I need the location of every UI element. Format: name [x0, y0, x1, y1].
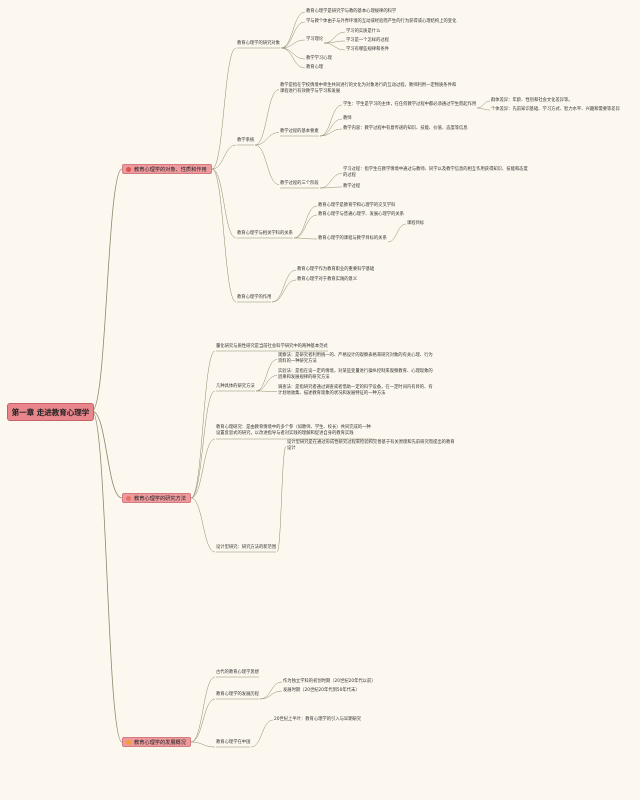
node-curriculum-relation[interactable]: 教育心理学的课程与教学目标的关系 [318, 236, 387, 241]
branch-connector [254, 144, 280, 185]
main-topic-label: 教育心理学的发展概况 [134, 739, 186, 746]
branch-connector [259, 690, 283, 700]
branch-connector [211, 47, 237, 170]
node-research-object[interactable]: 教育心理学的研究对象 [237, 41, 280, 46]
main-topic-label: 教育心理学的对象、性质和作用 [134, 166, 207, 173]
branch-connector [293, 214, 318, 239]
branch-connector [190, 438, 216, 499]
node-in-china[interactable]: 教育心理学在中国 [216, 740, 251, 745]
branch-connector [319, 128, 343, 137]
branch-connector [190, 390, 216, 499]
node-general-psych-relation[interactable]: 教育心理学与普通心理学、发展心理学的关系 [318, 212, 404, 217]
node-founding-period[interactable]: 作为独立学科的初创时期（20世纪20年代以前） [283, 679, 376, 684]
branch-connector [255, 359, 278, 392]
node-observation[interactable]: 观察法：是研究者利用统一的、严格设计的观察表格来研究对象的有关心理、行为资料的一… [278, 353, 433, 365]
node-group-difference[interactable]: 群体差异：年龄、性别和社会文化差异等。 [491, 98, 573, 103]
node-education-psych[interactable]: 教育心理 [306, 65, 324, 70]
node-cross-discipline[interactable]: 教育心理学是教育学和心理学的交叉学科 [318, 203, 396, 208]
branch-connector [280, 11, 306, 49]
node-specific-methods[interactable]: 几种具体的研究方法 [216, 384, 255, 389]
branch-connector [276, 446, 287, 553]
root-connector [91, 410, 123, 743]
node-paradigms[interactable]: 量化研究与质性研究是当前社会科学研究中的两种基本范式 [216, 344, 328, 349]
branch-connector [319, 173, 343, 189]
node-teaching-definition[interactable]: 教学是指在学校情境中师生共同进行的文化为对象进行的互动过程，教师利用一定物质条件… [280, 83, 457, 95]
branch-connector [293, 237, 318, 240]
branch-connector [190, 676, 216, 743]
topic-bullet-icon [126, 495, 131, 501]
node-student[interactable]: 学生：学生是学习的主体，在任何教学过程中都必须通过学生而起作用 [343, 102, 477, 107]
branch-connector [254, 132, 280, 146]
node-learning-rules[interactable]: 学习有哪些规律和条件 [346, 47, 389, 52]
node-definition[interactable]: 教育心理学是研究学与教的基本心理规律的科学 [306, 9, 397, 14]
node-design-research-detail[interactable]: 设计型研究是在通过形成性研究过程来检验和完善基于有关原理和先前研究而提出的教育设… [287, 440, 455, 452]
node-teaching-content[interactable]: 教学内容：教学过程中有意传递的知识、技能、价值、态度等信息 [343, 126, 468, 131]
node-curriculum-goal[interactable]: 课程目标 [407, 221, 425, 226]
root-connector [91, 410, 123, 499]
node-development-period[interactable]: 发展时期（20世纪20年代到50年代末） [283, 688, 360, 693]
root-connector [91, 168, 123, 412]
main-topic-label: 教育心理学的研究方法 [134, 495, 186, 502]
branch-connector [255, 390, 278, 392]
node-teaching-elements[interactable]: 教学过程的基本要素 [280, 129, 319, 134]
node-early-20th-century[interactable]: 20世纪上半叶：教育心理学的引入与早期研究 [274, 717, 362, 722]
node-learning-definition[interactable]: 学与教个体由于与外界环境的互动或经验而产生的行为获得或心理结构上的变化 [306, 19, 457, 24]
node-design-research[interactable]: 设计型研究：研究方法的新范围 [216, 545, 277, 550]
branch-connector [323, 40, 346, 44]
branch-connector [190, 497, 216, 553]
node-learning-theory[interactable]: 学习理论 [306, 37, 324, 42]
node-teaching-stages[interactable]: 教学过程的三个阶段 [280, 181, 319, 186]
branch-connector [476, 100, 491, 109]
node-learning-process[interactable]: 学习是一个怎样的过程 [346, 38, 389, 43]
node-teaching-learning-psych[interactable]: 教学学习心理 [306, 56, 332, 61]
main-topic-development[interactable]: 教育心理学的发展概况 [122, 737, 191, 747]
branch-connector [211, 144, 237, 170]
branch-connector [387, 223, 407, 243]
branch-connector [293, 205, 318, 239]
main-topic-research-methods[interactable]: 教育心理学的研究方法 [122, 493, 191, 503]
branch-connector [250, 719, 274, 748]
branch-connector [254, 89, 280, 146]
branch-connector [255, 375, 278, 392]
branch-connector [280, 21, 306, 49]
branch-connector [319, 104, 343, 137]
node-scientific-basis[interactable]: 教育心理学作为教育职业的重要科学基础 [297, 267, 375, 272]
branch-connector [319, 186, 343, 189]
node-experiment[interactable]: 实验法：是指在设一定的情境，对某些变量进行操纵控制来观察教育、心理现象的因果和发… [278, 369, 433, 381]
main-topic-object-nature-role[interactable]: 教育心理学的对象、性质和作用 [122, 164, 212, 174]
branch-connector [280, 47, 306, 69]
node-individual-difference[interactable]: 个体差异：先前知识基础、学习方式、智力水平、兴趣和需要等差异 [491, 107, 620, 112]
topic-bullet-icon [126, 166, 131, 172]
branch-connector [190, 350, 216, 499]
node-teaching-system[interactable]: 教学系统 [237, 138, 255, 143]
root-label: 第一章 走进教育心理学 [11, 407, 90, 417]
root-node[interactable]: 第一章 走进教育心理学 [7, 403, 94, 421]
branch-connector [280, 39, 306, 49]
node-ancient-thought[interactable]: 古代的教育心理学思想 [216, 670, 259, 675]
branch-connector [476, 107, 491, 111]
branch-connector [323, 42, 346, 51]
branch-connector [319, 118, 343, 137]
node-learning-process-stage[interactable]: 学习过程：指学生在教学情境中通过与教师、同学以及教学信息的相互作用获得知识、技能… [343, 167, 528, 179]
node-survey[interactable]: 调查法：是指研究者通过调查或者借助一定的科学设备，在一定时间内有目的、有计划地收… [278, 385, 433, 397]
branch-connector [190, 741, 216, 748]
node-development-history[interactable]: 教育心理学的发展历程 [216, 692, 259, 697]
node-practice-significance[interactable]: 教育心理学对于教育实践的意义 [297, 277, 358, 282]
branch-connector [211, 168, 237, 303]
node-related-disciplines[interactable]: 教育心理学与相关学科的关系 [237, 231, 293, 236]
topic-bullet-icon [126, 739, 131, 745]
branch-connector [323, 31, 346, 44]
branch-connector [271, 279, 297, 303]
node-role[interactable]: 教育心理学的作用 [237, 295, 272, 300]
node-teacher[interactable]: 教师 [343, 116, 352, 121]
branch-connector [211, 168, 237, 239]
branch-connector [280, 47, 306, 60]
branch-connector [190, 698, 216, 743]
branch-connector [259, 681, 283, 700]
node-action-research[interactable]: 教育心理研究：是由教育情境中的多个参（如教师、学生、校长）共同完成的一种设置反思… [216, 425, 371, 437]
node-learning-essence[interactable]: 学习的实质是什么 [346, 29, 381, 34]
node-teaching-process[interactable]: 教学过程 [343, 184, 361, 189]
branch-connector [271, 269, 297, 303]
